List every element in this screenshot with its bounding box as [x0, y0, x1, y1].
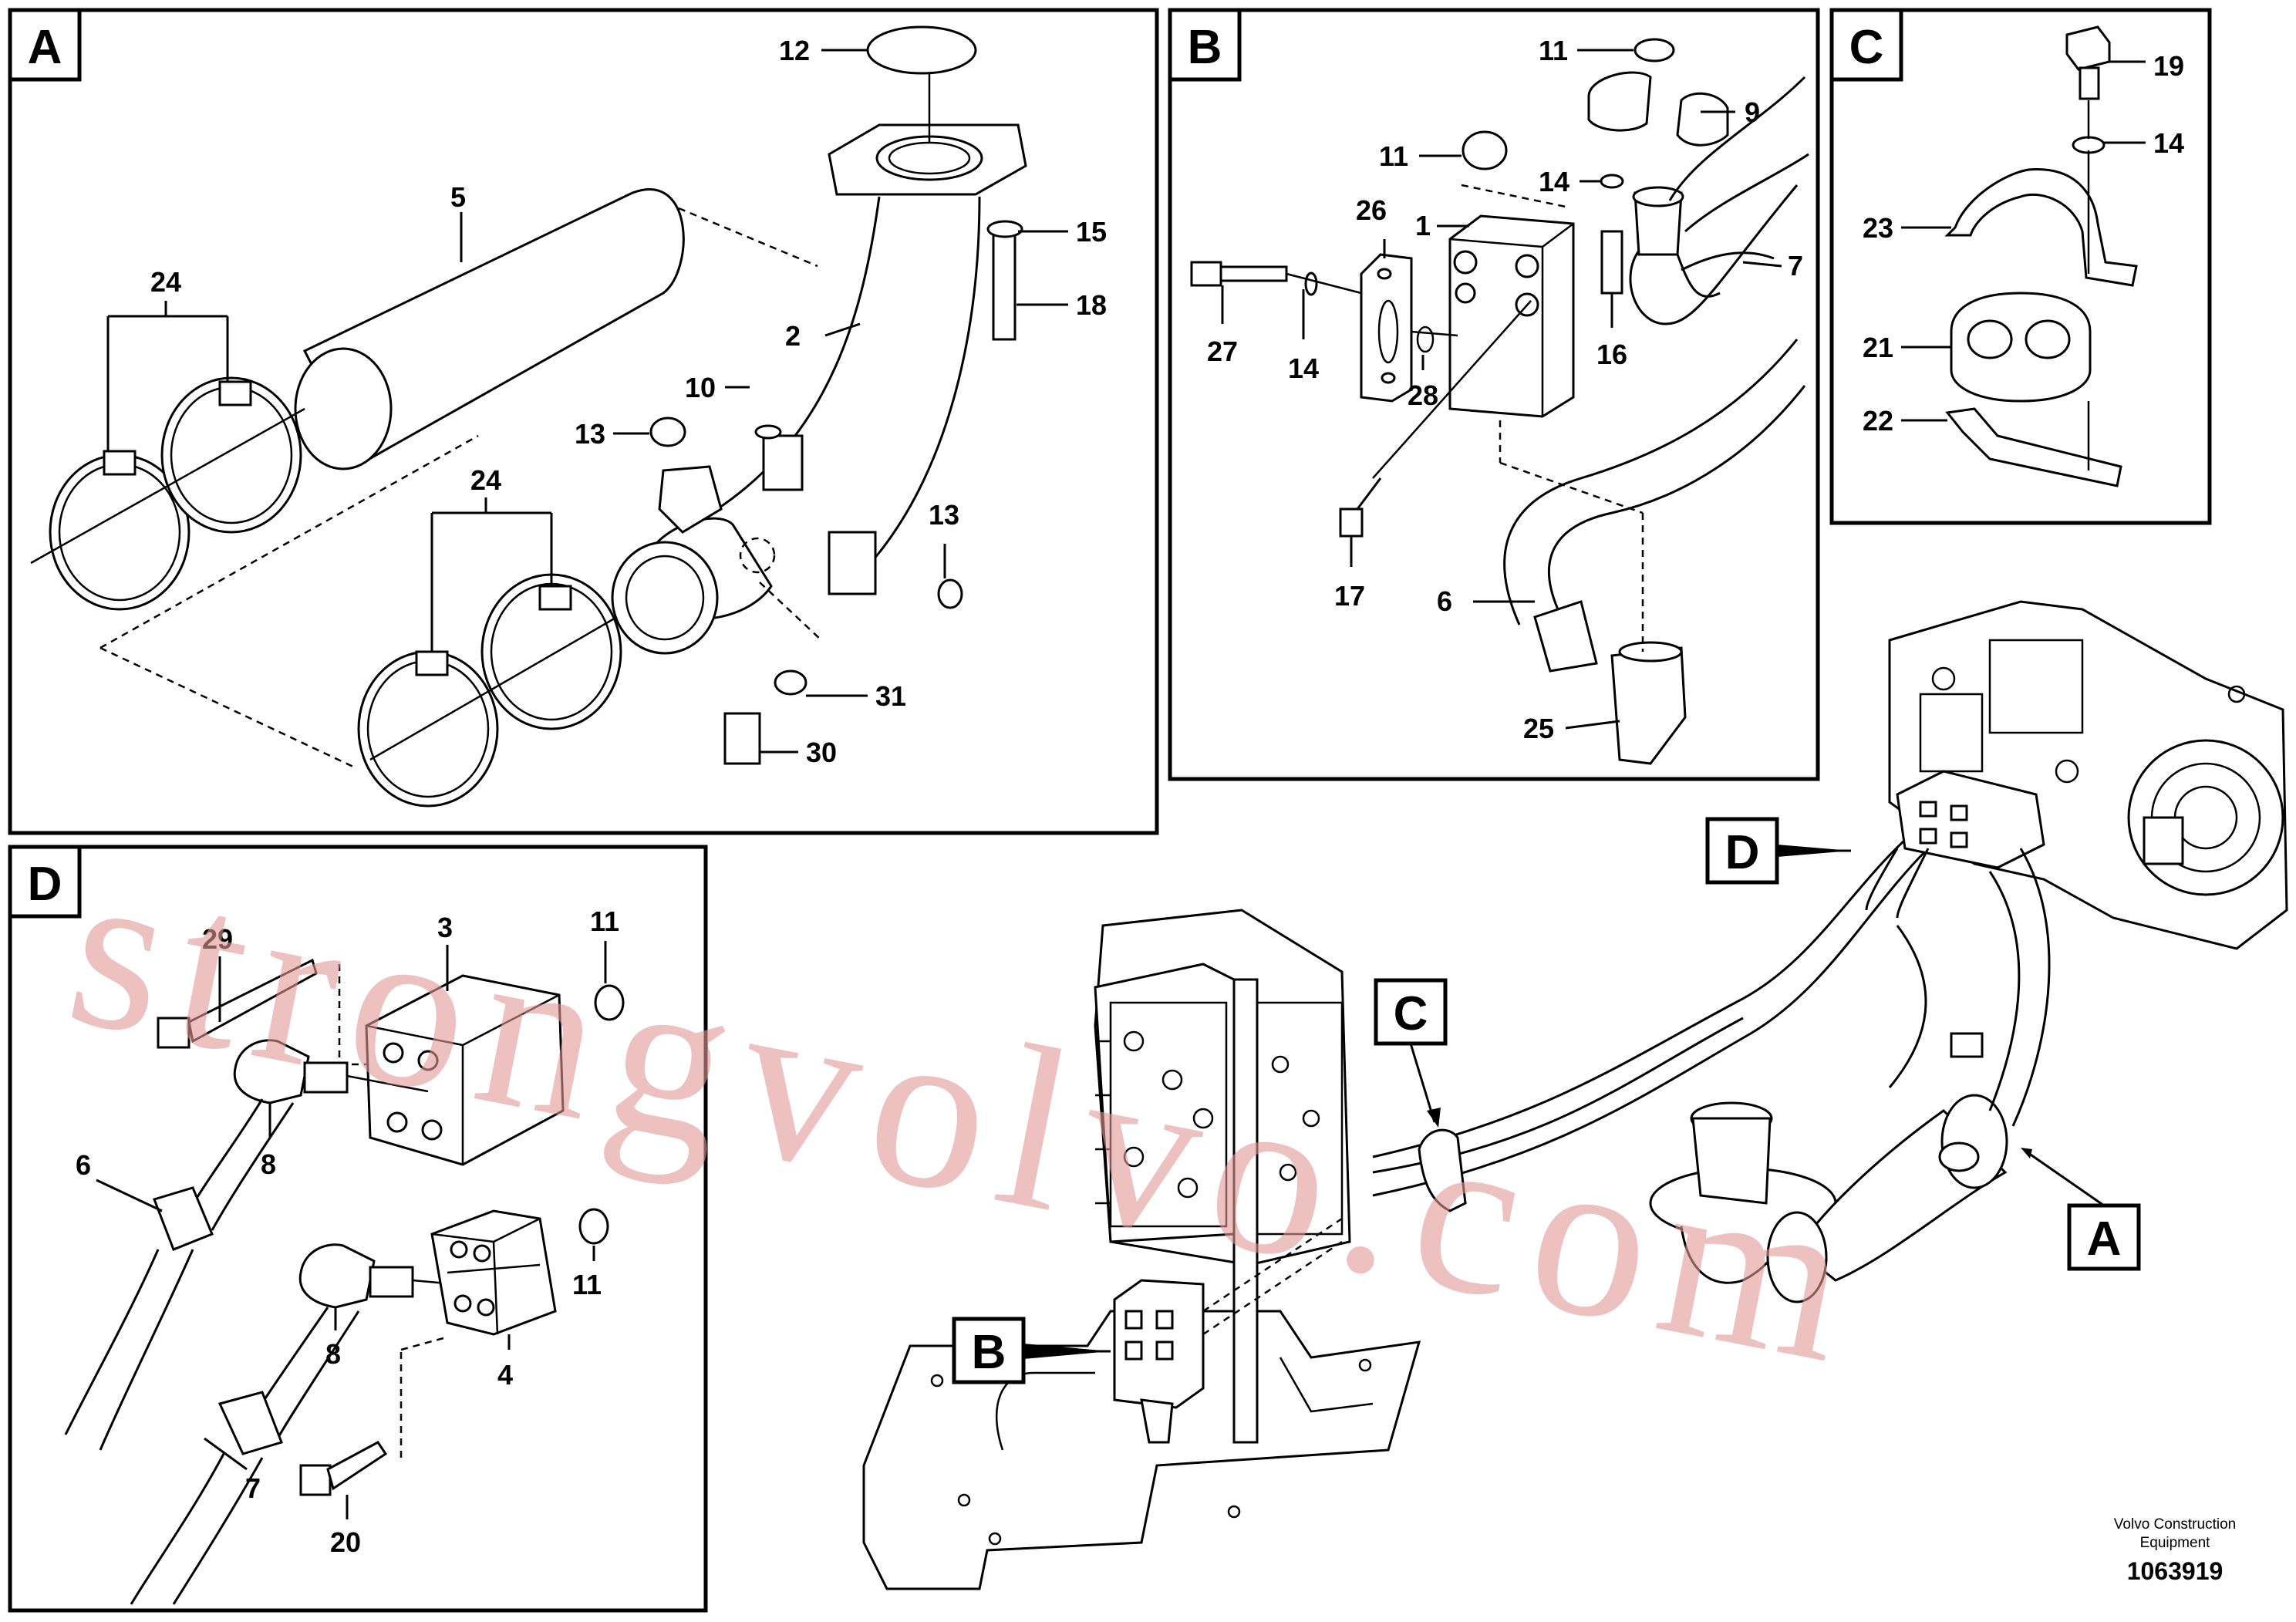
- hose-clamp-part: [1418, 1128, 1467, 1212]
- label-11-d-bottom: 11: [572, 1269, 602, 1300]
- label-7-d: 7: [245, 1472, 261, 1504]
- label-2: 2: [785, 320, 801, 352]
- label-3: 3: [437, 912, 453, 943]
- flange-plate-part: [1360, 253, 1413, 403]
- label-23: 23: [1863, 212, 1893, 244]
- label-30: 30: [806, 737, 837, 768]
- plate-part: [1945, 407, 2122, 487]
- label-22: 22: [1863, 405, 1893, 437]
- reference-number: 1063919: [2127, 1557, 2224, 1585]
- label-4: 4: [497, 1359, 513, 1391]
- label-12: 12: [779, 35, 810, 66]
- label-16: 16: [1596, 339, 1627, 370]
- panel-a: A: [8, 8, 1159, 835]
- label-27: 27: [1207, 336, 1238, 367]
- credit-line-1: Volvo Construction: [2114, 1516, 2236, 1533]
- label-24-lower: 24: [470, 464, 501, 496]
- callout-b-label: B: [972, 1326, 1006, 1379]
- panel-d-frame: [8, 845, 708, 1613]
- label-14-top: 14: [1539, 166, 1569, 197]
- label-15: 15: [1076, 216, 1107, 248]
- main-assembly: D C B A: [862, 600, 2288, 1590]
- o-ring-part: [866, 25, 977, 75]
- callout-a-box: [2067, 1203, 2141, 1271]
- block-3-part: [365, 974, 565, 1166]
- label-11-mid: 11: [1379, 140, 1408, 172]
- panel-c-letter: C: [1849, 21, 1884, 74]
- label-11-d-top: 11: [590, 905, 619, 937]
- valve-block-part: [1448, 214, 1575, 418]
- label-6: 6: [1437, 585, 1452, 617]
- bracket-part: [1944, 168, 2138, 287]
- valve-block-d-part: [1896, 770, 2045, 869]
- half-clamp-part: [1587, 71, 1652, 132]
- credit-line-2: Equipment: [2140, 1535, 2211, 1551]
- callout-d-label: D: [1725, 826, 1760, 879]
- clamp-part-lower: [357, 573, 622, 808]
- label-14-c: 14: [2153, 127, 2184, 159]
- bolt-part-c: [2065, 25, 2111, 71]
- label-25: 25: [1523, 713, 1554, 744]
- label-13-right: 13: [929, 499, 959, 531]
- label-11-top: 11: [1539, 35, 1568, 66]
- clamp-part: [49, 376, 302, 611]
- label-18: 18: [1076, 289, 1107, 321]
- label-26: 26: [1356, 194, 1387, 226]
- panel-a-letter: A: [28, 21, 62, 74]
- label-24-upper: 24: [150, 266, 181, 298]
- callout-d-box: [1705, 817, 1779, 885]
- fitting-part: [649, 220, 1023, 765]
- label-9: 9: [1745, 96, 1760, 128]
- callout-c-label: C: [1394, 987, 1428, 1040]
- panel-d: D: [8, 845, 708, 1613]
- panel-c-frame: [1829, 8, 2212, 525]
- panel-a-frame: [8, 8, 1159, 835]
- label-31: 31: [875, 680, 906, 712]
- label-5: 5: [450, 181, 466, 213]
- elbow-body-part: [611, 541, 719, 655]
- callout-a-label: A: [2087, 1212, 2122, 1266]
- elbow-fitting-part: [233, 1039, 414, 1309]
- label-28: 28: [1408, 379, 1438, 411]
- screw-part-d: [157, 1017, 190, 1049]
- screw-part: [1339, 508, 1364, 538]
- panel-a-letter-box: [8, 8, 82, 82]
- panel-d-letter: D: [28, 858, 62, 911]
- tube-part: [302, 188, 685, 465]
- label-7: 7: [1788, 250, 1803, 282]
- control-valve-part: [1094, 909, 1351, 1444]
- label-10: 10: [685, 372, 716, 403]
- callout-b-box: [952, 1317, 1026, 1384]
- panel-b-frame: [1168, 8, 1820, 781]
- label-8-upper: 8: [261, 1148, 276, 1180]
- label-17: 17: [1334, 580, 1365, 612]
- block-4-part: [430, 1209, 557, 1336]
- label-1: 1: [1415, 210, 1431, 241]
- label-19: 19: [2153, 50, 2184, 82]
- panel-b-letter-box: [1168, 8, 1242, 82]
- label-21: 21: [1863, 332, 1893, 363]
- label-14-bottom: 14: [1288, 352, 1319, 384]
- bolt-part: [1190, 261, 1222, 287]
- label-6-d: 6: [76, 1149, 91, 1181]
- label-29: 29: [202, 923, 233, 955]
- panel-d-letter-box: [8, 845, 82, 919]
- suction-pipe-part: [1649, 848, 2051, 1303]
- panel-b: B: [1168, 8, 1820, 781]
- panel-c: C 19 14 23 21 22: [1829, 8, 2212, 525]
- panel-b-letter: B: [1188, 21, 1222, 74]
- label-20: 20: [330, 1526, 361, 1558]
- screw-part-d-lower: [299, 1464, 332, 1496]
- valve-block-b-part: [1113, 1279, 1205, 1444]
- label-13-left: 13: [575, 418, 605, 450]
- label-8-lower: 8: [325, 1338, 341, 1370]
- panel-c-letter-box: [1829, 8, 1903, 82]
- pipe-part: [716, 196, 881, 511]
